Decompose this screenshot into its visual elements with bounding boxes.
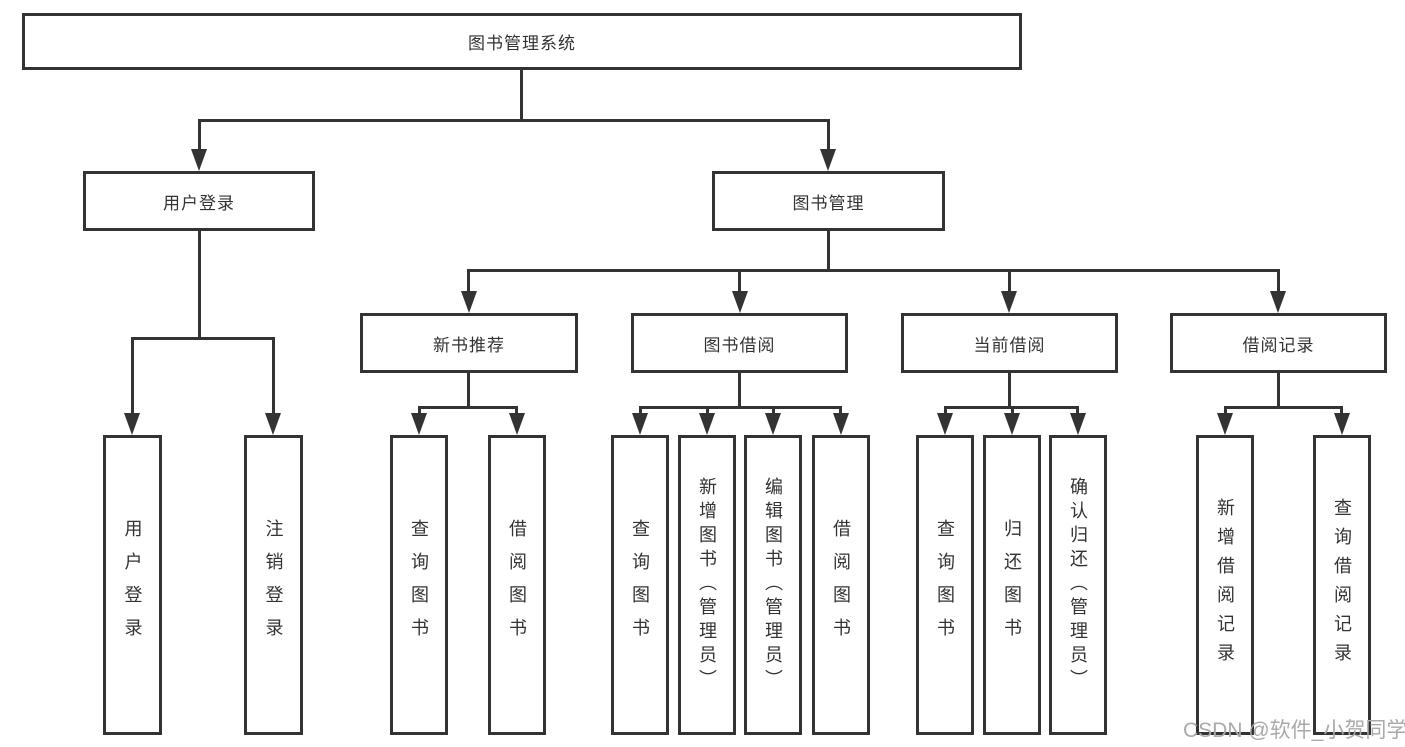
connector-drop — [467, 269, 470, 294]
connector-drop — [1008, 269, 1011, 294]
connector-arrowhead — [937, 413, 953, 435]
connector-arrowhead — [632, 413, 648, 435]
node-user-login: 用户登录 — [83, 171, 315, 231]
connector-arrowhead — [1001, 291, 1017, 313]
node-user-login-label: 用户登录 — [163, 193, 235, 213]
node-new-book-rec: 新书推荐 — [360, 313, 578, 373]
connector-arrowhead — [265, 413, 281, 435]
connector-drop — [1340, 406, 1343, 416]
leaf-rec-query-book: 查询图书 — [390, 435, 448, 735]
connector-drop — [839, 406, 842, 416]
node-book-borrow-label: 图书借阅 — [703, 335, 776, 355]
connector-arrowhead — [732, 291, 748, 313]
connector-drop — [1277, 269, 1280, 294]
connector-arrowhead — [1270, 291, 1286, 313]
leaf-logout-label: 注销登录 — [263, 519, 284, 651]
node-borrow-records-label: 借阅记录 — [1242, 335, 1315, 355]
connector-stem — [467, 373, 470, 409]
leaf-bb-borrow-book-label: 借阅图书 — [831, 519, 851, 651]
leaf-rec-borrow-book: 借阅图书 — [488, 435, 546, 735]
connector-drop — [1076, 406, 1079, 416]
leaf-bb-add-book: 新增图书（管理员） — [678, 435, 736, 735]
connector-drop — [272, 337, 275, 417]
connector-drop — [131, 337, 134, 417]
connector-drop — [515, 406, 518, 416]
connector-drop — [772, 406, 775, 416]
connector-drop — [418, 406, 421, 416]
connector-arrowhead — [191, 149, 207, 171]
connector-drop — [827, 119, 830, 153]
connector-arrowhead — [509, 413, 525, 435]
leaf-logout: 注销登录 — [244, 435, 303, 735]
connector-rail — [418, 406, 518, 409]
connector-stem — [738, 373, 741, 409]
leaf-bb-edit-book-label: 编辑图书（管理员） — [763, 477, 783, 693]
connector-rail — [131, 337, 274, 340]
connector-drop — [198, 119, 201, 153]
connector-rail — [639, 406, 842, 409]
connector-drop — [706, 406, 709, 416]
connector-stem — [520, 70, 523, 122]
connector-drop — [738, 269, 741, 294]
leaf-bb-add-book-label: 新增图书（管理员） — [697, 477, 717, 693]
leaf-cb-return-book: 归还图书 — [983, 435, 1041, 735]
node-borrow-records: 借阅记录 — [1170, 313, 1387, 373]
leaf-br-query-record: 查询借阅记录 — [1313, 435, 1371, 735]
node-book-mgmt: 图书管理 — [712, 171, 945, 231]
leaf-cb-confirm-return-label: 确认归还（管理员） — [1068, 477, 1088, 693]
connector-drop — [639, 406, 642, 416]
node-root-label: 图书管理系统 — [468, 34, 576, 53]
connector-rail — [198, 119, 830, 122]
connector-rail — [467, 269, 1280, 272]
leaf-user-login-label: 用户登录 — [122, 519, 143, 651]
leaf-user-login: 用户登录 — [103, 435, 162, 735]
connector-drop — [1011, 406, 1014, 416]
leaf-br-add-record-label: 新增借阅记录 — [1215, 498, 1235, 672]
leaf-bb-borrow-book: 借阅图书 — [812, 435, 870, 735]
connector-stem — [1277, 373, 1280, 409]
connector-stem — [1008, 373, 1011, 409]
watermark: CSDN @软件_小贺同学 — [1183, 719, 1405, 742]
leaf-bb-edit-book: 编辑图书（管理员） — [744, 435, 802, 735]
node-current-borrow-label: 当前借阅 — [973, 335, 1046, 355]
node-new-book-rec-label: 新书推荐 — [433, 335, 505, 355]
node-book-borrow: 图书借阅 — [631, 313, 848, 373]
leaf-cb-return-book-label: 归还图书 — [1002, 519, 1022, 651]
node-root: 图书管理系统 — [22, 13, 1022, 70]
node-book-mgmt-label: 图书管理 — [792, 193, 865, 213]
connector-arrowhead — [1217, 413, 1233, 435]
connector-arrowhead — [820, 149, 836, 171]
connector-rail — [1224, 406, 1343, 409]
leaf-br-query-record-label: 查询借阅记录 — [1332, 498, 1352, 672]
connector-arrowhead — [411, 413, 427, 435]
connector-arrowhead — [1070, 413, 1086, 435]
connector-arrowhead — [833, 413, 849, 435]
leaf-bb-query-book-label: 查询图书 — [630, 519, 650, 651]
connector-stem — [198, 231, 201, 340]
leaf-bb-query-book: 查询图书 — [611, 435, 669, 735]
leaf-rec-borrow-book-label: 借阅图书 — [507, 519, 527, 651]
connector-arrowhead — [1004, 413, 1020, 435]
leaf-cb-query-book-label: 查询图书 — [935, 519, 955, 651]
connector-arrowhead — [461, 291, 477, 313]
connector-arrowhead — [699, 413, 715, 435]
connector-arrowhead — [765, 413, 781, 435]
connector-drop — [944, 406, 947, 416]
leaf-cb-query-book: 查询图书 — [916, 435, 974, 735]
node-current-borrow: 当前借阅 — [901, 313, 1118, 373]
connector-arrowhead — [1334, 413, 1350, 435]
connector-drop — [1224, 406, 1227, 416]
connector-arrowhead — [124, 413, 140, 435]
connector-stem — [827, 231, 830, 272]
leaf-cb-confirm-return: 确认归还（管理员） — [1049, 435, 1107, 735]
leaf-br-add-record: 新增借阅记录 — [1196, 435, 1254, 735]
leaf-rec-query-book-label: 查询图书 — [409, 519, 429, 651]
